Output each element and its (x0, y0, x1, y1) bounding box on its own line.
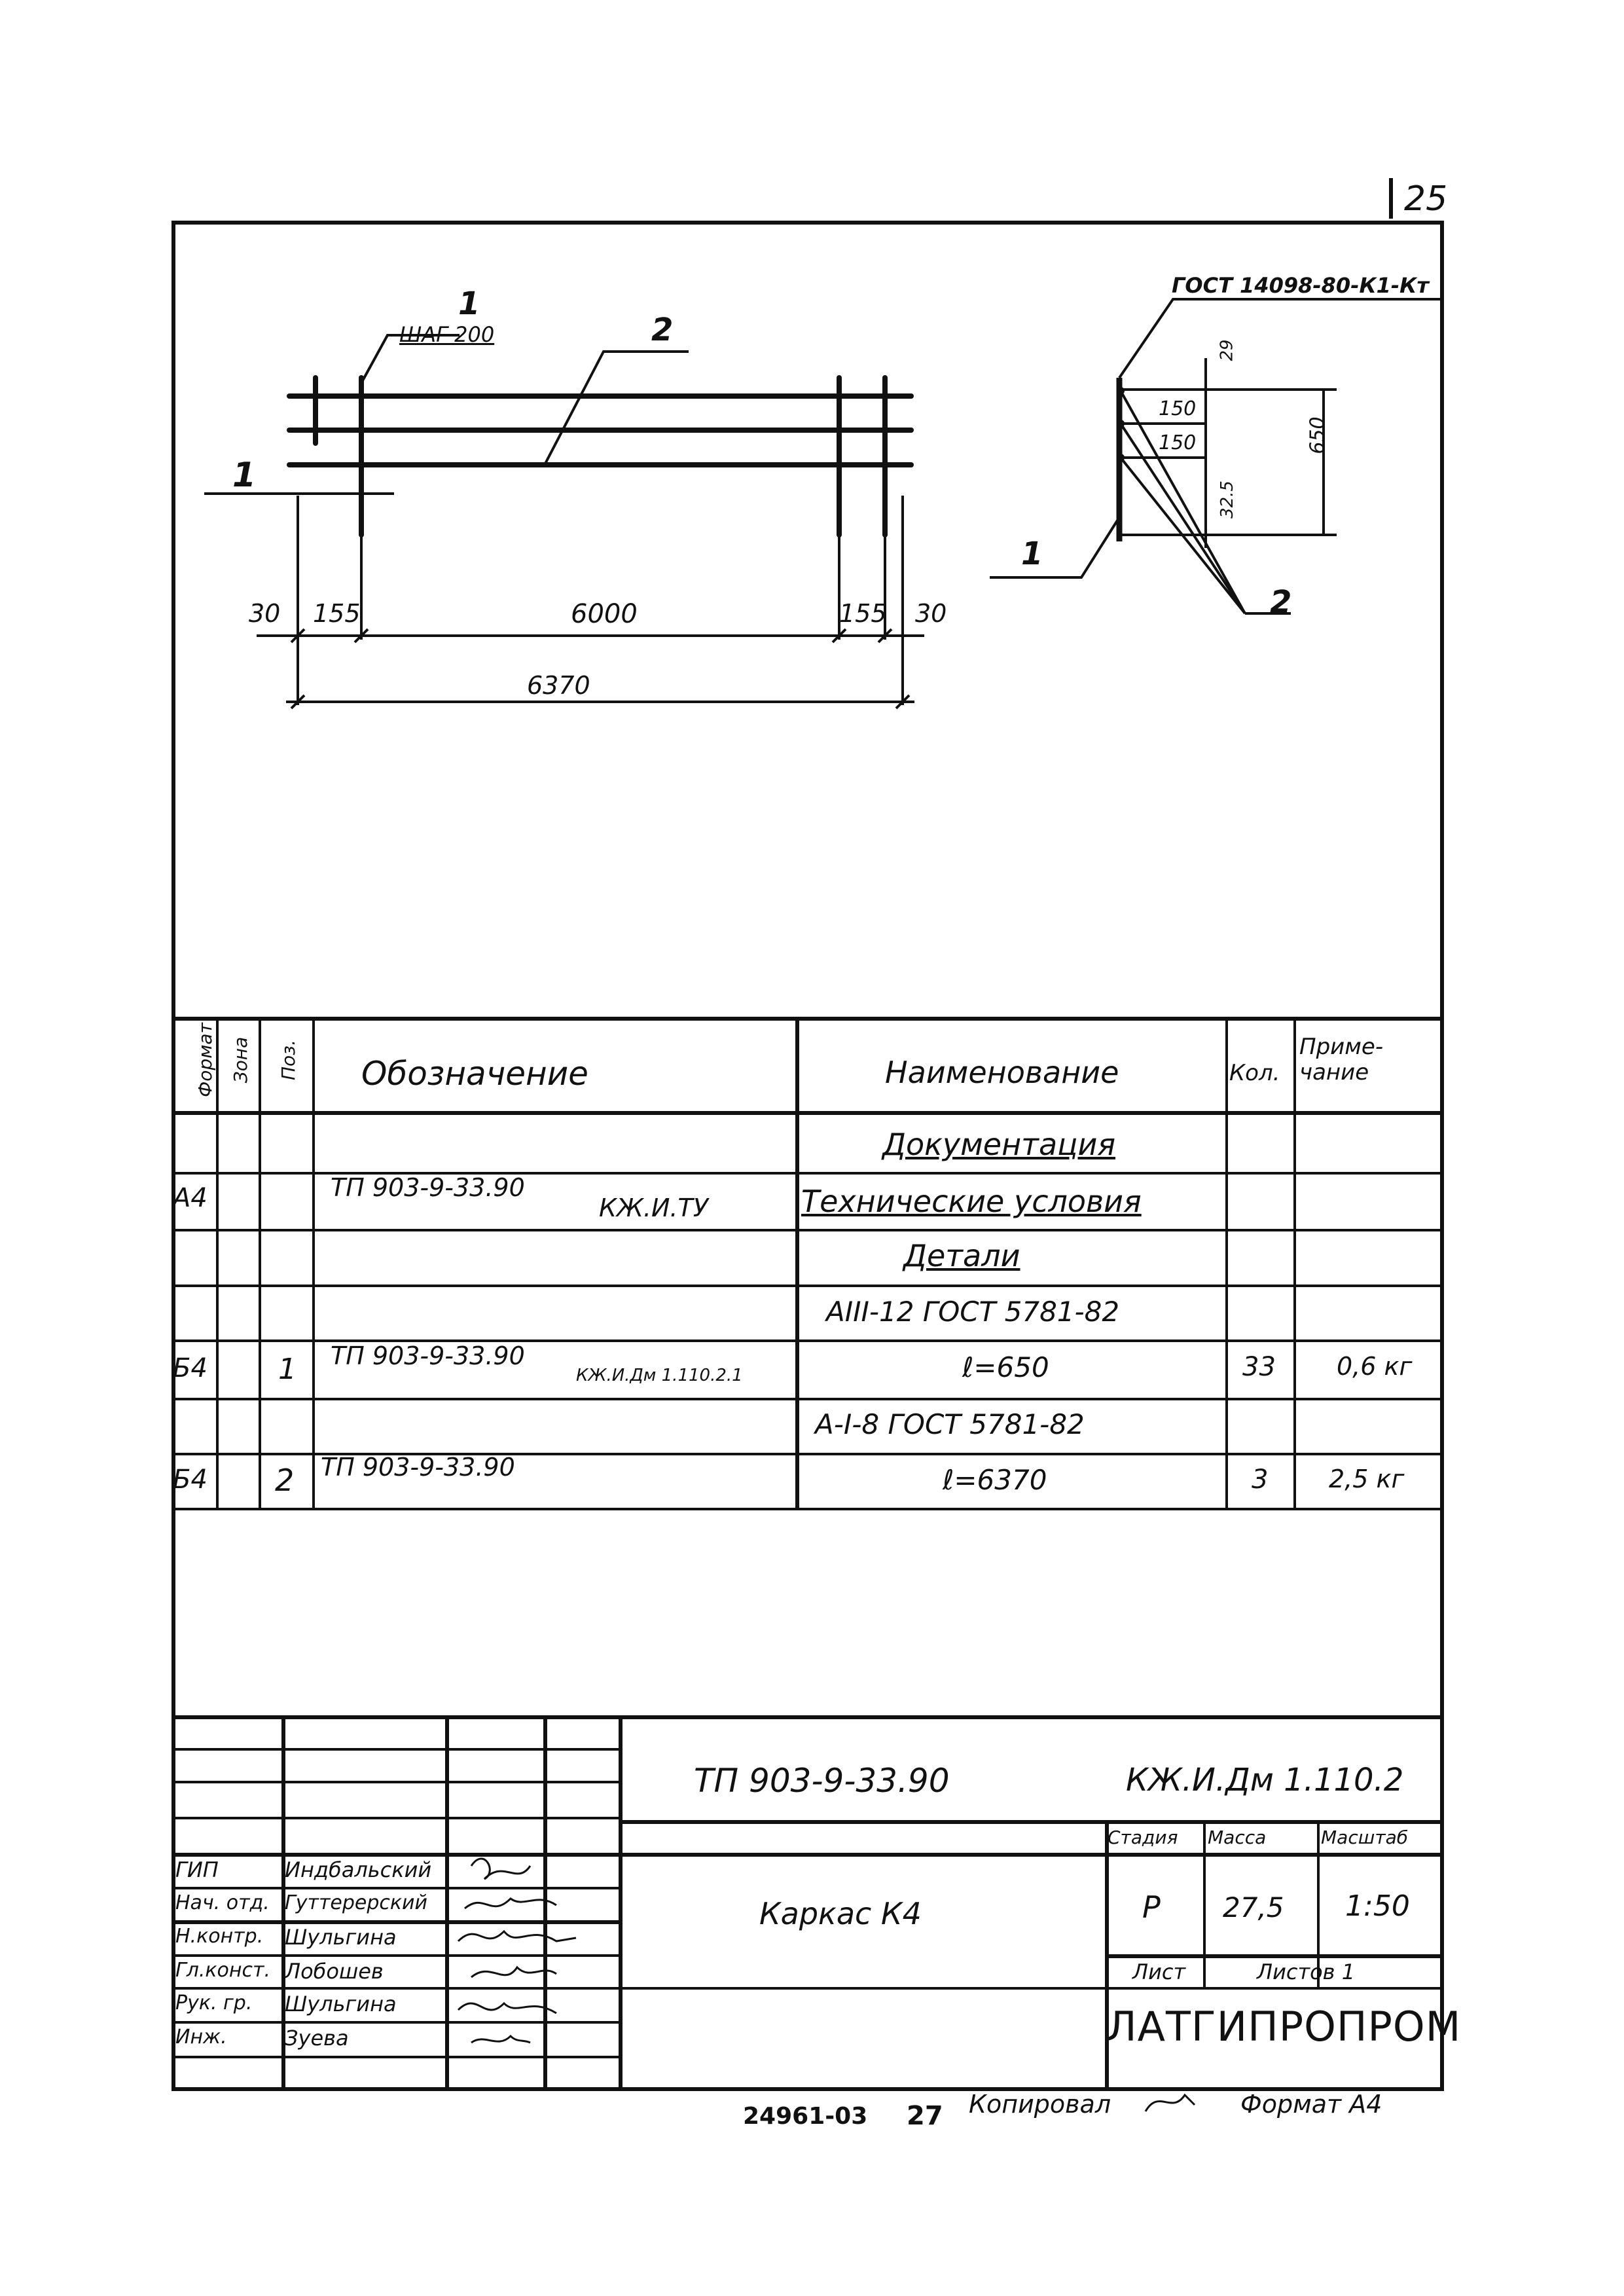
name-gip: Индбальский (285, 1857, 432, 1882)
doc-row-code: КЖ.И.ТУ (599, 1194, 708, 1222)
doc-code: ТП 903-9-33.90 (694, 1762, 950, 1800)
row-2-format: Б4 (173, 1465, 208, 1495)
sheets-label: Листов 1 (1257, 1959, 1356, 1984)
name-dept-head: Гуттерерский (285, 1891, 428, 1914)
footer-page: 27 (907, 2101, 943, 2131)
header-name: Наименование (885, 1055, 1119, 1090)
header-format: Формат (194, 1023, 216, 1097)
pos-2-label: 2 (651, 312, 674, 348)
copyist-signature (1144, 2093, 1196, 2112)
row-2-pos: 2 (275, 1463, 295, 1498)
role-group-lead: Рук. гр. (175, 1992, 253, 2014)
row-1-note: 0,6 кг (1337, 1352, 1413, 1381)
section-dim-3: 150 (1159, 431, 1197, 454)
row-2-qty: 3 (1252, 1465, 1269, 1495)
dim-left-offset: 30 (249, 599, 281, 628)
doc-row-name: Технические условия (801, 1184, 1142, 1219)
name-chief-designer: Лобошев (285, 1959, 384, 1984)
sheet-number-divider (1389, 178, 1393, 219)
pos-1-step: ШАГ 200 (399, 322, 495, 347)
section-pos-2: 2 (1270, 584, 1292, 621)
footer-format: Формат А4 (1240, 2090, 1382, 2119)
signature-dept-head (464, 1897, 557, 1910)
row-2-note: 2,5 кг (1329, 1465, 1405, 1493)
row-1-name: ℓ=650 (962, 1351, 1049, 1383)
stage-label: Стадия (1108, 1827, 1178, 1848)
footer-inventory: 24961-03 (743, 2103, 868, 2130)
row-1-designation: ТП 903-9-33.90 (331, 1341, 525, 1370)
dim-right-edge: 155 (839, 599, 887, 628)
role-gip: ГИП (175, 1857, 219, 1882)
organization-name: ЛАТГИПРОПРОМ (1106, 2003, 1462, 2050)
signature-group-lead (457, 2001, 557, 2014)
section-dim-2: 150 (1159, 397, 1197, 420)
name-norm-control: Шульгина (285, 1925, 397, 1950)
material-1: АIII-12 ГОСТ 5781-82 (826, 1296, 1120, 1328)
sheet-number: 25 (1404, 179, 1448, 219)
section-dim-top: 29 (1217, 339, 1237, 361)
pos-1-label: 1 (458, 285, 480, 322)
drawing-frame (171, 221, 1444, 2091)
name-group-lead: Шульгина (285, 1992, 397, 2016)
stage-value: Р (1142, 1889, 1161, 1925)
scale-value: 1:50 (1345, 1889, 1410, 1923)
signature-gip (470, 1857, 532, 1880)
drawing-title: Каркас К4 (759, 1896, 922, 1931)
section-details: Детали (903, 1238, 1020, 1273)
header-designation: Обозначение (361, 1055, 588, 1093)
left-marker-label: 1 (232, 456, 257, 495)
row-1-pos: 1 (278, 1353, 297, 1386)
sheet-label: Лист (1132, 1959, 1186, 1984)
header-zone: Зона (230, 1036, 251, 1084)
name-engineer: Зуева (285, 2026, 349, 2050)
mass-value: 27,5 (1223, 1891, 1284, 1923)
mass-label: Масса (1208, 1827, 1267, 1848)
dim-span: 6000 (571, 599, 638, 629)
signature-engineer (471, 2034, 531, 2044)
role-norm-control: Н.контр. (175, 1925, 264, 1948)
section-documentation: Документация (882, 1127, 1116, 1162)
dim-left-edge: 155 (313, 599, 361, 628)
cage-drawing (204, 298, 1441, 710)
row-1-code: КЖ.И.Дм 1.110.2.1 (576, 1366, 743, 1385)
signature-norm-control (457, 1929, 577, 1942)
row-1-format: Б4 (173, 1353, 208, 1383)
footer-copy: Копировал (969, 2090, 1111, 2119)
row-2-name: ℓ=6370 (943, 1464, 1047, 1496)
section-pos-1: 1 (1021, 536, 1043, 572)
section-dim-bottom: 32.5 (1217, 481, 1237, 519)
material-2: А-I-8 ГОСТ 5781-82 (815, 1408, 1085, 1440)
row-2-designation: ТП 903-9-33.90 (321, 1453, 515, 1482)
scale-label: Масштаб (1321, 1827, 1409, 1848)
doc-code-suffix: КЖ.И.Дм 1.110.2 (1126, 1762, 1404, 1798)
row-1-qty: 33 (1242, 1352, 1276, 1382)
section-gost-label: ГОСТ 14098-80-К1-Кт (1172, 273, 1429, 298)
role-chief-designer: Гл.конст. (175, 1959, 271, 1982)
signature-chief-designer (471, 1965, 557, 1978)
role-dept-head: Нач. отд. (175, 1891, 270, 1914)
header-pos: Поз. (278, 1040, 299, 1080)
doc-row-format: А4 (173, 1183, 208, 1213)
header-note: Приме-чание (1299, 1034, 1384, 1086)
dim-total: 6370 (527, 671, 590, 700)
role-engineer: Инж. (175, 2026, 227, 2049)
doc-row-designation: ТП 903-9-33.90 (331, 1173, 525, 1202)
header-qty: Кол. (1229, 1060, 1280, 1086)
dim-right-offset: 30 (915, 599, 947, 628)
section-dim-total: 650 (1306, 416, 1329, 454)
signatures (457, 1857, 577, 2044)
